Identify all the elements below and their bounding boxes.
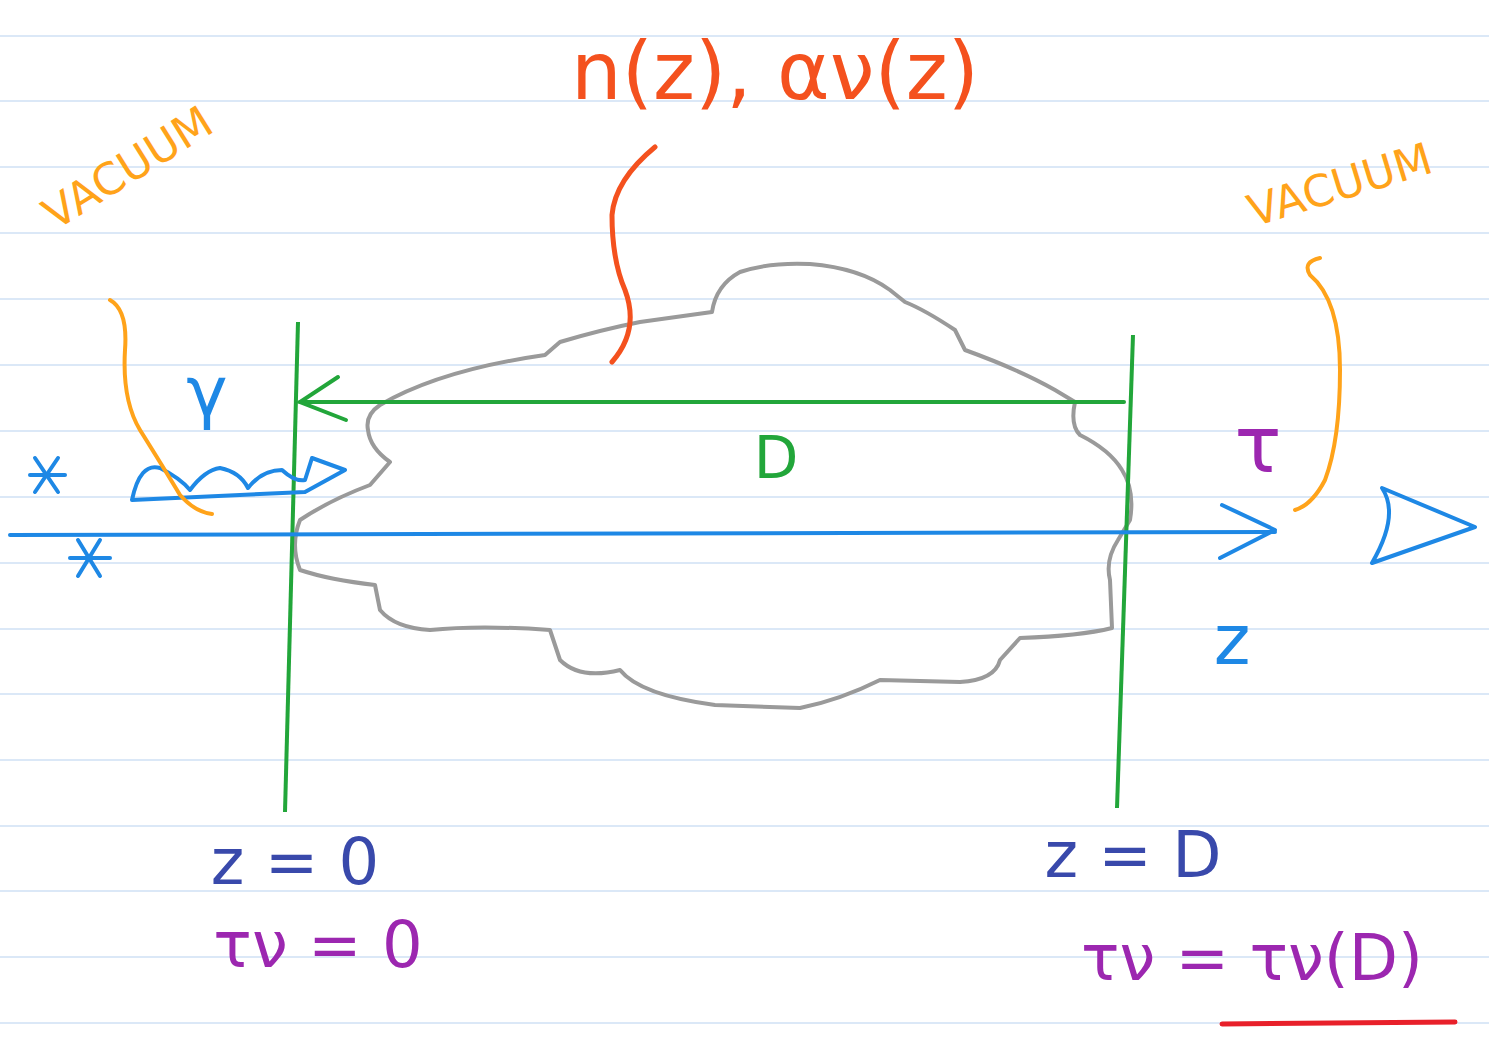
leader-line	[612, 147, 655, 362]
dimension-label: D	[754, 429, 799, 487]
boundary-label: τν = 0	[213, 913, 422, 977]
star-symbol	[70, 540, 110, 576]
axis-label: z	[1214, 605, 1251, 675]
boundary-label: τν = τν(D)	[1081, 926, 1423, 990]
paper-lines	[0, 36, 1489, 1023]
region-label: VACUUM	[1243, 136, 1437, 234]
boundary-label: z = 0	[211, 830, 380, 894]
z-axis	[10, 505, 1275, 558]
cloud-outline	[295, 264, 1131, 708]
boundary-line	[285, 322, 298, 812]
region-label: VACUUM	[36, 99, 220, 237]
eye-symbol	[1372, 488, 1475, 563]
underline	[1222, 1022, 1455, 1024]
medium-properties: n(z), αν(z)	[571, 32, 979, 112]
dimension-arrow	[300, 377, 1124, 420]
boundary-label: z = D	[1044, 823, 1221, 887]
vacuum-bracket	[1295, 258, 1340, 510]
star-symbol	[30, 458, 65, 492]
boundary-line	[1117, 335, 1133, 808]
optical-depth-symbol: τ	[1235, 406, 1282, 484]
photon-wave	[132, 458, 345, 500]
photon-symbol: γ	[186, 357, 227, 427]
